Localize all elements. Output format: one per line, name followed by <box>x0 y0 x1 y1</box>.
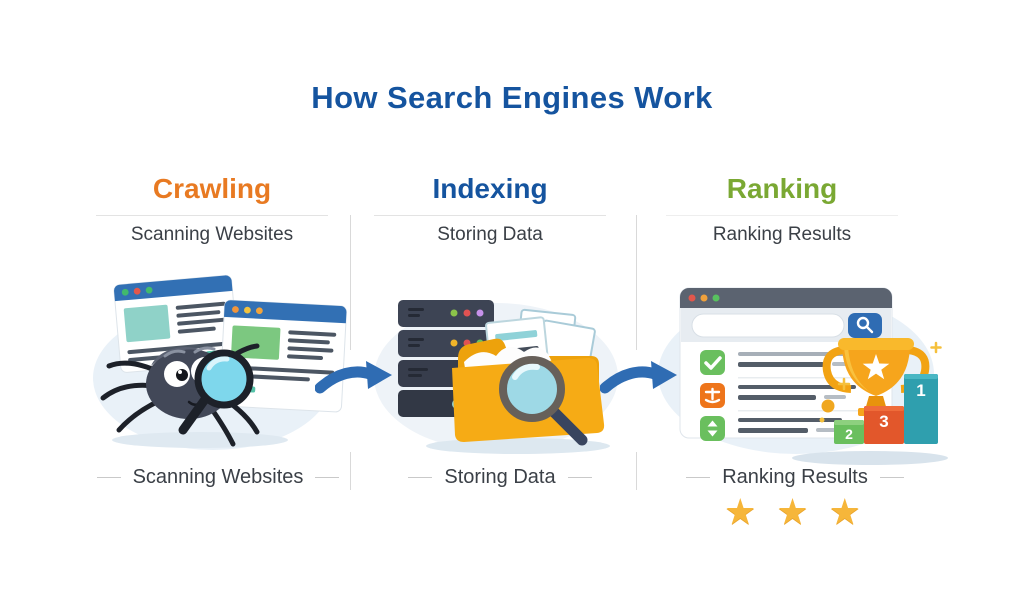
window-dot <box>232 306 239 313</box>
step-caption-indexing: Storing Data <box>444 466 556 488</box>
ground-shadow <box>426 438 610 454</box>
column-divider <box>350 215 351 350</box>
column-divider <box>350 452 351 490</box>
search-icon <box>856 316 870 330</box>
window-dot <box>688 294 696 302</box>
caption-dash <box>879 477 904 478</box>
search-button <box>848 313 882 338</box>
step-column-crawling: Crawling Scanning Websites <box>72 172 352 246</box>
caption-row-indexing: Storing Data <box>350 466 650 489</box>
ground-shadow <box>792 451 948 465</box>
rating-stars: ★ ★ ★ <box>645 492 945 532</box>
podium-block-second <box>834 420 864 444</box>
window-titlebar <box>114 275 233 302</box>
step-column-ranking: Ranking Ranking Results <box>642 172 922 246</box>
result-row <box>700 416 842 441</box>
flow-arrow-icon <box>600 361 677 394</box>
caption-dash <box>315 477 340 478</box>
led-light <box>450 339 458 347</box>
window-dot <box>121 288 129 296</box>
magnifier-icon <box>499 356 588 446</box>
step-heading-crawling: Crawling <box>96 172 328 216</box>
search-input <box>691 313 845 338</box>
window-dot <box>244 306 251 314</box>
page-title: How Search Engines Work <box>311 80 713 115</box>
magnifier-icon <box>178 349 254 435</box>
flow-arrow-icon <box>315 361 392 394</box>
window-dot <box>712 294 720 302</box>
led-light <box>463 309 471 317</box>
indexing-illustration <box>374 300 618 454</box>
caption-row-ranking: Ranking Results <box>645 466 945 489</box>
podium-block-third <box>864 406 904 444</box>
browser-window-icon <box>679 287 893 441</box>
caption-dash <box>686 477 711 478</box>
step-heading-ranking: Ranking <box>666 172 898 216</box>
column-divider <box>636 452 637 490</box>
result-row <box>700 383 862 412</box>
step-caption-ranking: Ranking Results <box>722 466 868 488</box>
step-subtitle-ranking: Ranking Results <box>712 224 852 245</box>
window-dot <box>255 307 263 315</box>
ranking-illustration: 2 3 1 <box>658 287 948 465</box>
scale-icon <box>704 387 721 404</box>
check-icon <box>704 356 722 370</box>
podium-label: 1 <box>916 381 925 400</box>
step-caption-crawling: Scanning Websites <box>132 466 304 488</box>
caption-dash <box>408 477 433 478</box>
star-icon <box>862 354 890 380</box>
led-light <box>450 309 458 317</box>
column-divider <box>636 215 637 350</box>
crawling-illustration <box>93 274 347 450</box>
led-light <box>476 309 484 317</box>
window-titlebar <box>680 288 892 308</box>
image-placeholder <box>123 304 171 343</box>
podium-label: 2 <box>845 426 853 442</box>
sort-icon <box>707 420 718 437</box>
caption-dash <box>96 477 121 478</box>
star-icon: ★ <box>776 491 814 532</box>
star-icon: ★ <box>828 491 866 532</box>
podium-label: 3 <box>879 412 888 431</box>
step-column-indexing: Indexing Storing Data <box>350 172 630 246</box>
result-row <box>700 350 862 379</box>
window-dot <box>133 287 141 295</box>
step-subtitle-crawling: Scanning Websites <box>130 224 294 245</box>
podium: 2 3 1 <box>834 374 938 444</box>
window-titlebar <box>224 300 347 324</box>
caption-dash <box>567 477 592 478</box>
ground-shadow <box>112 432 288 448</box>
star-icon: ★ <box>724 491 762 532</box>
confetti <box>819 341 942 423</box>
podium-block-first <box>904 374 938 444</box>
step-heading-indexing: Indexing <box>374 172 606 216</box>
window-dot <box>700 294 708 302</box>
window-dot <box>145 286 153 294</box>
step-subtitle-indexing: Storing Data <box>437 224 543 245</box>
caption-row-crawling: Scanning Websites <box>68 466 368 489</box>
